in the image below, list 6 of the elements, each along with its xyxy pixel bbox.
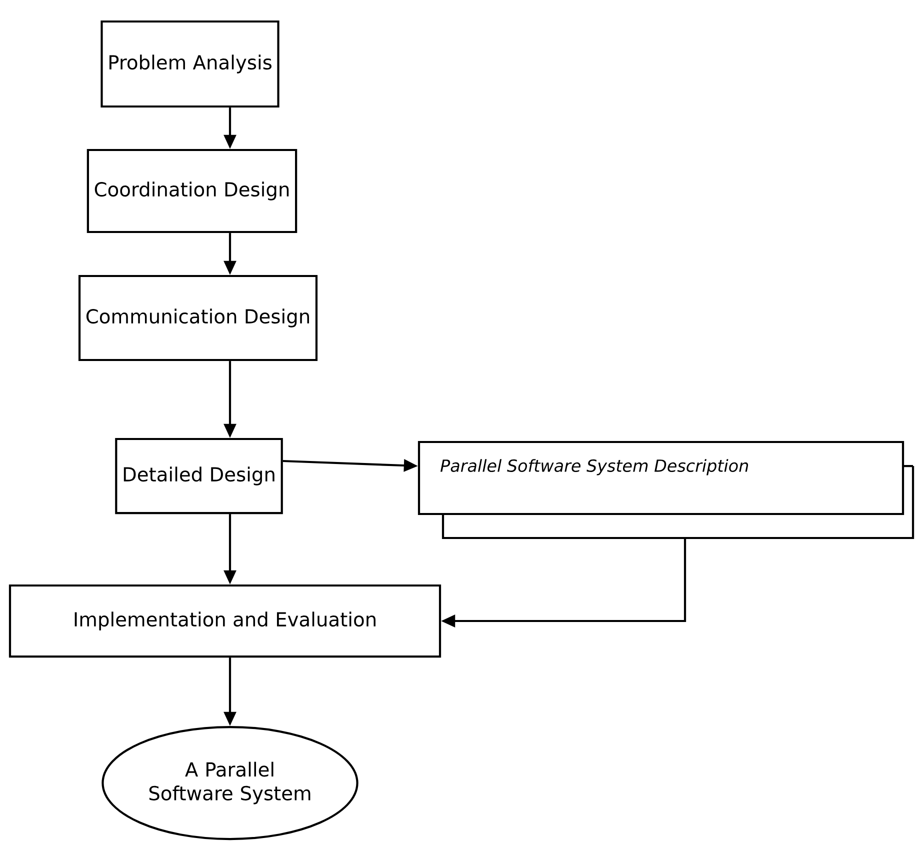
document-box: Parallel Software System Description bbox=[418, 440, 914, 540]
process-box: Problem Analysis bbox=[100, 20, 280, 108]
process-box: Communication Design bbox=[78, 274, 318, 362]
process-box: Detailed Design bbox=[115, 438, 283, 514]
process-box: Coordination Design bbox=[86, 148, 298, 234]
process-box: Implementation and Evaluation bbox=[8, 584, 442, 658]
